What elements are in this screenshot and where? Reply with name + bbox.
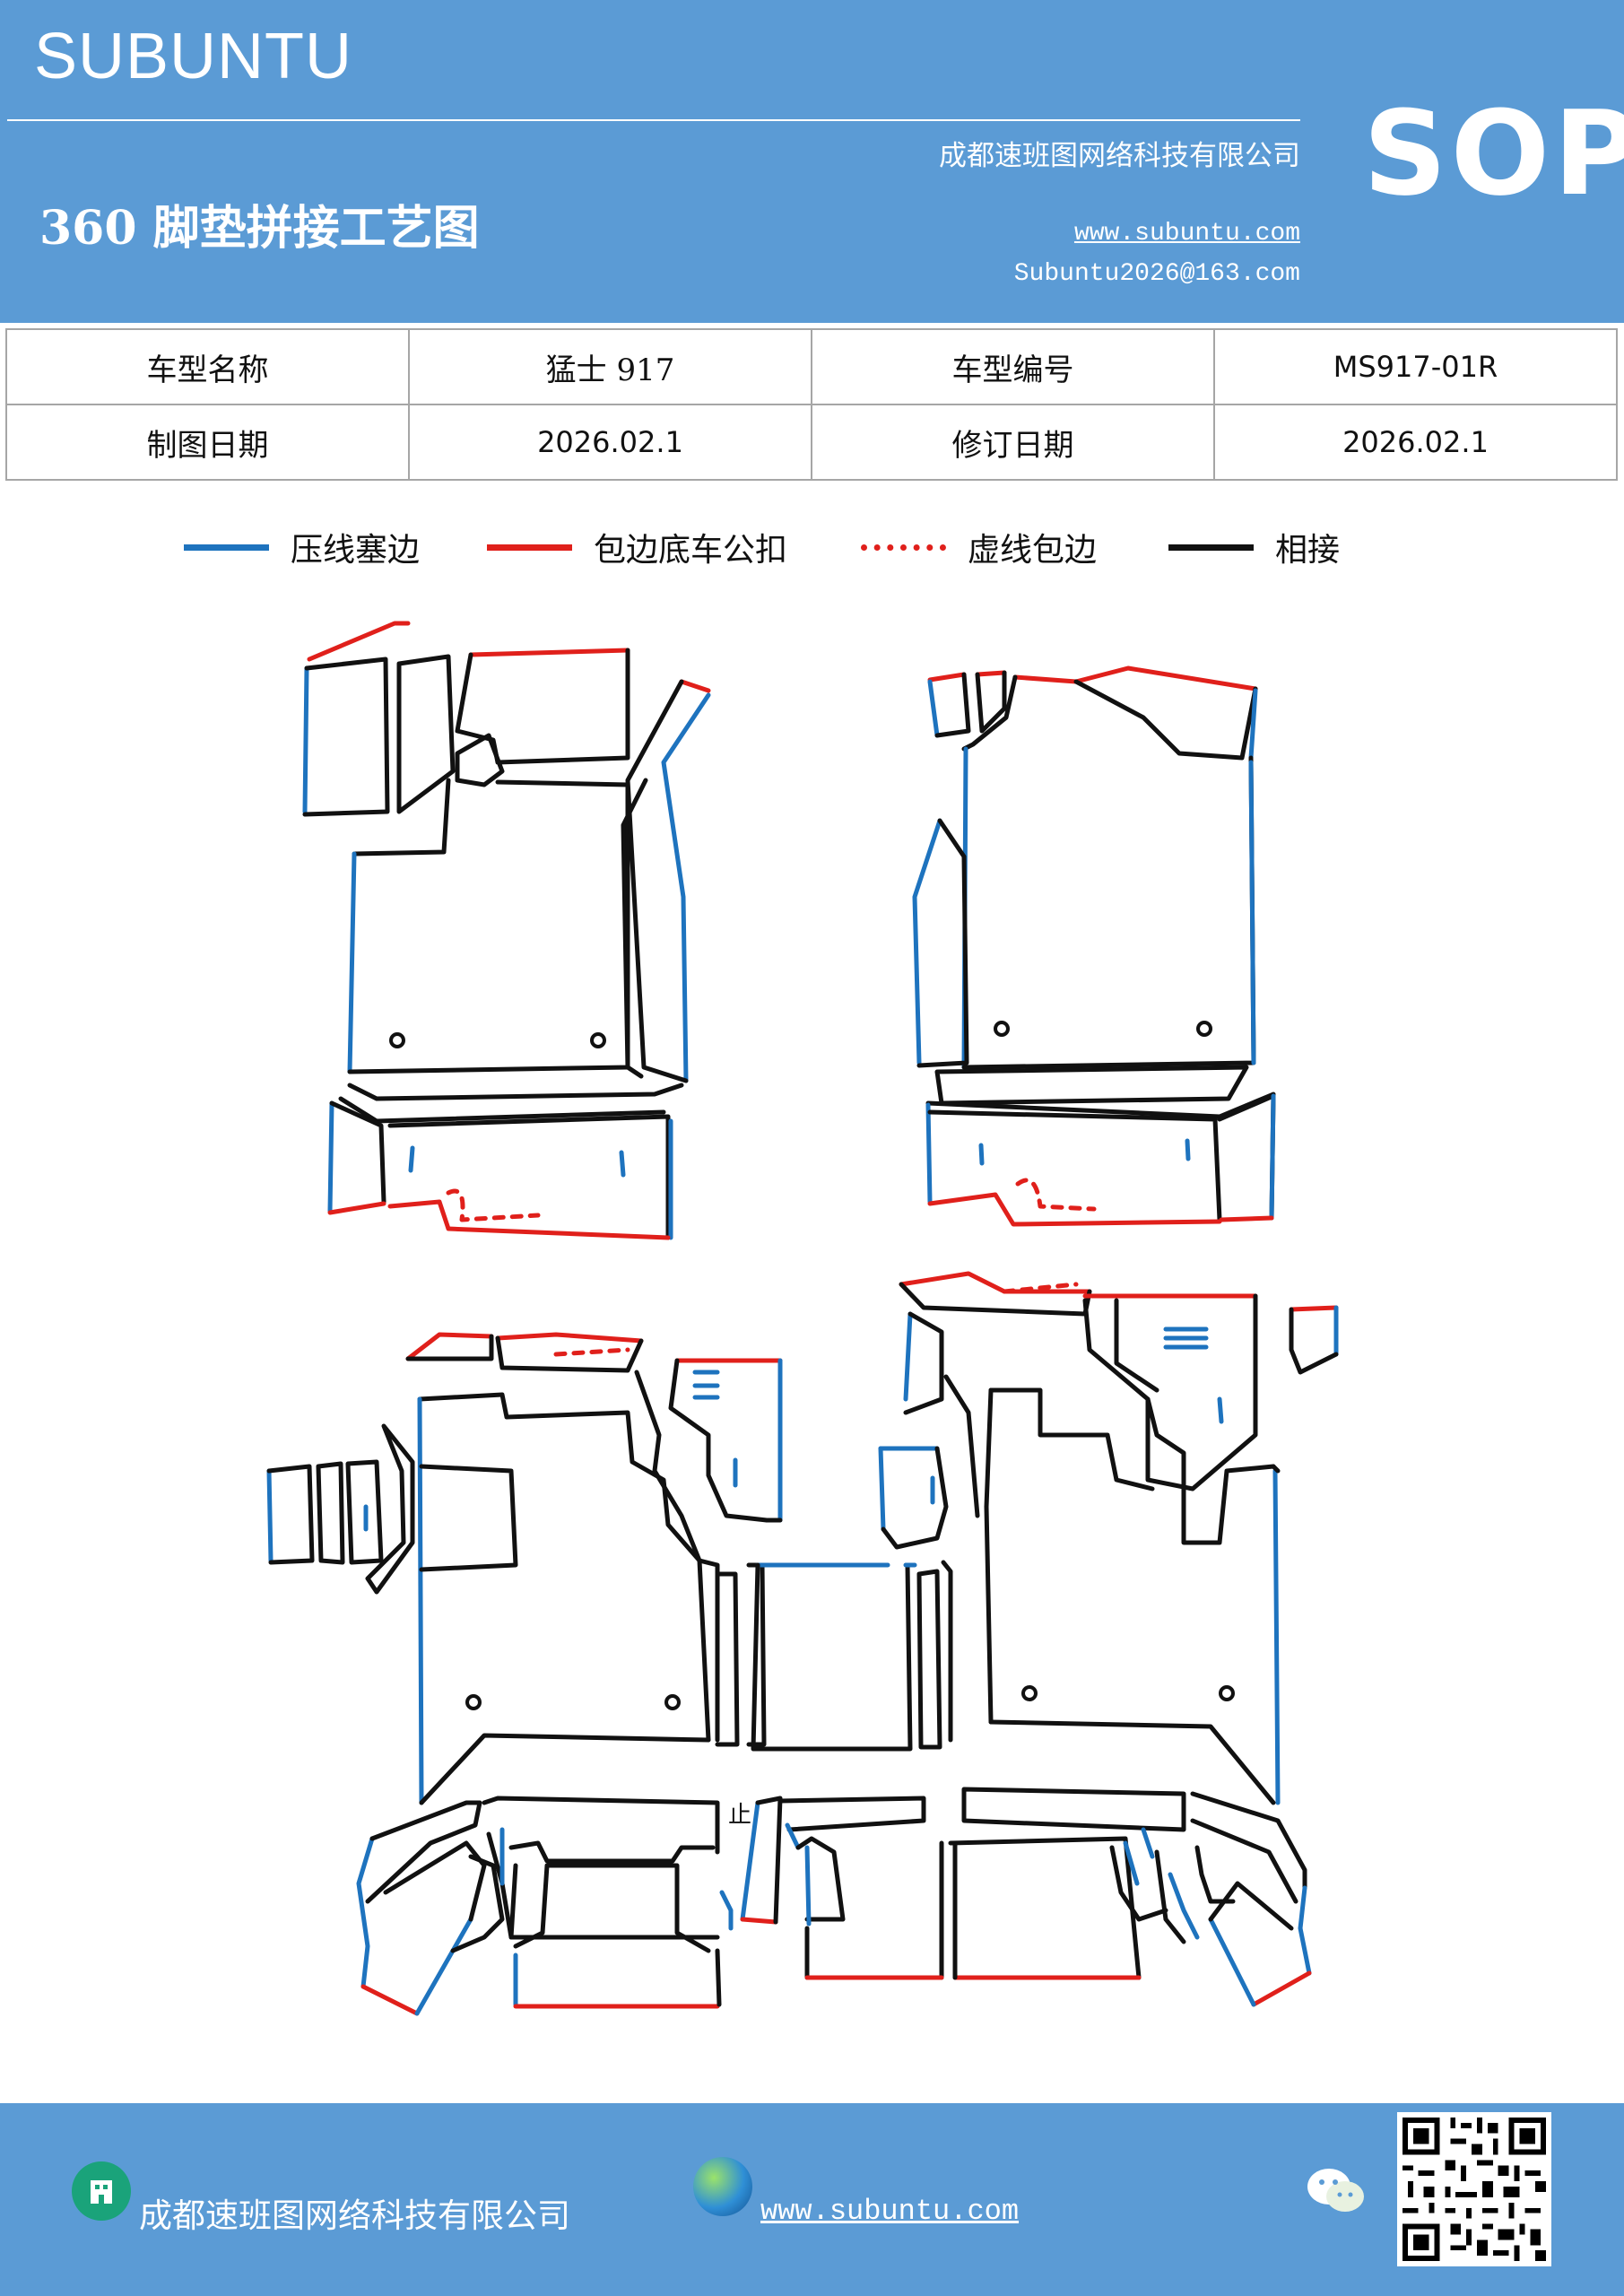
table-row: 车型名称 猛士 917 车型编号 MS917-01R xyxy=(5,328,1618,405)
legend-label: 相接 xyxy=(1275,532,1341,569)
mat-front-left xyxy=(302,621,711,1240)
draw-date-label: 制图日期 xyxy=(5,404,410,481)
legend-item-dotted: 虚线包边 xyxy=(861,520,1097,574)
legend-swatch xyxy=(184,544,269,551)
legend-item-blue: 压线塞边 xyxy=(184,520,420,574)
model-code-value: MS917-01R xyxy=(1213,328,1618,405)
qr-code-icon xyxy=(1397,2112,1551,2266)
header-banner: SUBUNTU 成都速班图网络科技有限公司 SOP 360 脚垫拼接工艺图 ww… xyxy=(0,0,1624,323)
model-name-label: 车型名称 xyxy=(5,328,410,405)
mat-rear-set: 止 xyxy=(266,1271,1339,2016)
document-title: 360 脚垫拼接工艺图 xyxy=(39,201,480,256)
center-mark: 止 xyxy=(728,1802,751,1829)
header-divider xyxy=(7,119,1300,121)
sop-label: SOP xyxy=(1363,85,1624,222)
revise-date-value: 2026.02.1 xyxy=(1213,404,1618,481)
footer-company: 成都速班图网络科技有限公司 xyxy=(139,2196,570,2235)
header-company: 成都速班图网络科技有限公司 xyxy=(939,140,1300,172)
table-row: 制图日期 2026.02.1 修订日期 2026.02.1 xyxy=(5,404,1618,481)
vehicle-info-table: 车型名称 猛士 917 车型编号 MS917-01R 制图日期 2026.02.… xyxy=(5,328,1618,481)
legend-swatch xyxy=(1168,544,1254,551)
legend-item-black: 相接 xyxy=(1168,520,1340,574)
building-icon xyxy=(72,2161,131,2221)
legend-label: 包边底车公扣 xyxy=(594,532,788,569)
mat-front-right xyxy=(912,665,1276,1227)
draw-date-value: 2026.02.1 xyxy=(408,404,812,481)
legend-item-red: 包边底车公扣 xyxy=(487,520,787,574)
legend-swatch xyxy=(861,544,946,551)
wechat-icon[interactable] xyxy=(1305,2164,1368,2218)
footer-banner: 成都速班图网络科技有限公司 www.subuntu.com xyxy=(0,2103,1624,2296)
line-legend: 压线塞边 包边底车公扣 虚线包边 相接 xyxy=(0,520,1624,574)
model-name-value: 猛士 917 xyxy=(408,328,812,405)
globe-icon xyxy=(693,2157,752,2216)
header-website-link[interactable]: www.subuntu.com xyxy=(1073,220,1300,248)
header-email: Subuntu2026@163.com xyxy=(1013,260,1300,288)
footer-website-link[interactable]: www.subuntu.com xyxy=(760,2195,1020,2228)
revise-date-label: 修订日期 xyxy=(811,404,1215,481)
legend-label: 虚线包边 xyxy=(968,532,1098,569)
model-code-label: 车型编号 xyxy=(811,328,1215,405)
legend-swatch xyxy=(487,544,572,551)
brand-name: SUBUNTU xyxy=(34,21,353,92)
legend-label: 压线塞边 xyxy=(291,532,421,569)
building-glyph xyxy=(91,2180,112,2204)
